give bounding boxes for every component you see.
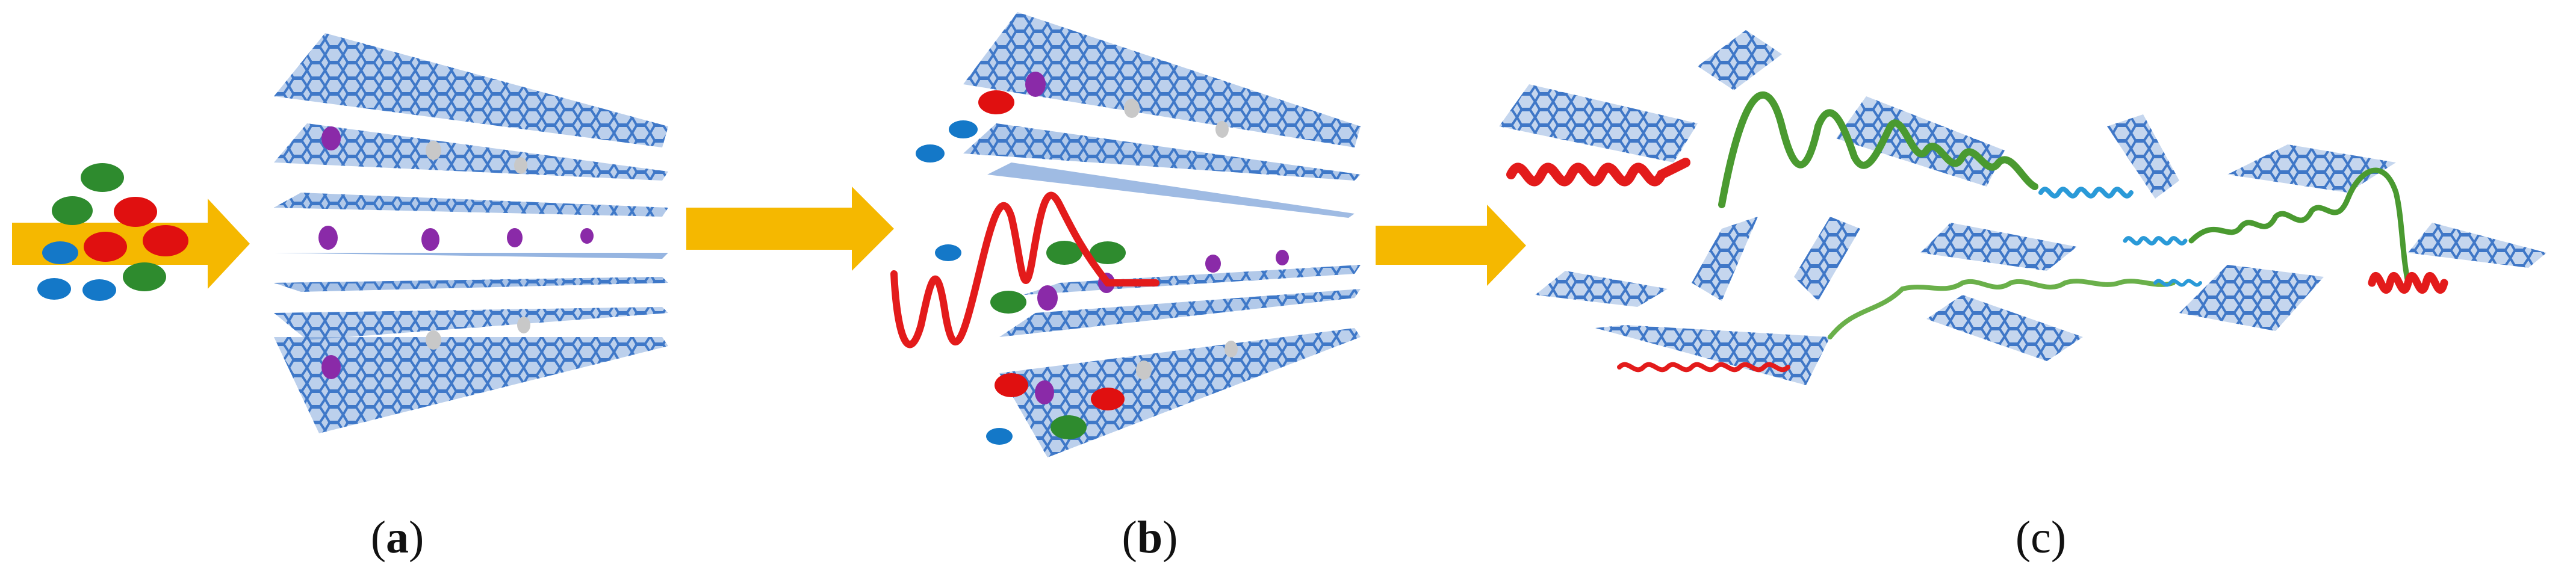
arrow-right-icon bbox=[1376, 205, 1526, 286]
panel-b bbox=[890, 12, 1361, 457]
intercalated-ions-b bbox=[916, 72, 1289, 445]
arrow-right-icon bbox=[686, 187, 894, 271]
caption-b-letter: b bbox=[1137, 512, 1163, 563]
expanded-graphite-stack bbox=[963, 12, 1361, 457]
panel-a bbox=[12, 33, 668, 433]
caption-a-letter: a bbox=[386, 512, 409, 563]
caption-c: (c) bbox=[2015, 512, 2067, 563]
caption-c-letter: c bbox=[2031, 512, 2051, 563]
ion-cluster bbox=[37, 163, 188, 301]
caption-a: (a) bbox=[370, 512, 424, 563]
wave-icon bbox=[1506, 91, 2448, 373]
panel-c bbox=[1499, 30, 2547, 385]
wave-icon bbox=[890, 191, 1159, 348]
caption-b: (b) bbox=[1122, 512, 1178, 563]
exfoliated-sheets bbox=[1499, 30, 2547, 385]
graphite-stack bbox=[274, 33, 668, 433]
intercalated-ions-a bbox=[318, 126, 594, 379]
